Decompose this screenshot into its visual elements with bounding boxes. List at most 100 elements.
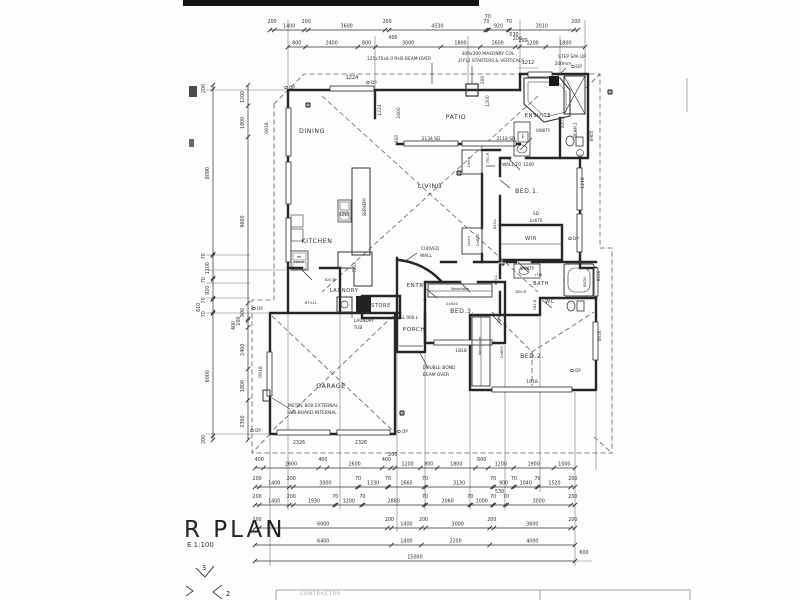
dimension-value: 3200 [449,539,461,545]
circle-cross-lines [304,101,312,109]
annotation-label: SINK [339,212,349,218]
annotation-label: ref [297,255,303,259]
annotation-label: space [294,260,305,264]
dimension-value: 70 [490,494,496,500]
dim-line [379,465,385,471]
dim-line [260,465,266,471]
dim-line [467,502,473,508]
dim-line [245,103,251,109]
room-label-wc: WC [545,299,555,305]
annotation-label: VANITY [520,266,535,271]
dimension-value: 1520 [548,481,560,487]
dimension-value: 200 [568,494,577,500]
dim-line [210,251,216,257]
dim-line [572,484,578,490]
dimension-value: 70 [503,494,509,500]
dim-line [477,44,483,50]
dim-line [489,484,495,490]
dim-line [504,502,510,508]
dimension-value: 200 [302,19,311,25]
room-label-garage: GARAGE [316,383,346,390]
dp-circle [252,306,256,311]
dim-line [483,27,489,33]
dim-line [245,317,251,324]
dim-line [582,44,588,50]
dim-line [210,276,216,282]
dimension-value: 200 [268,19,277,25]
dim-line [359,502,365,508]
dimension-value: 1800 [240,380,246,392]
dimension-value: 6000 [205,370,211,382]
circle-cross-lines [398,409,406,417]
dim-line [418,542,424,548]
dimension-value: 920 [205,286,211,295]
dimension-value: 1400 [400,539,412,545]
bed2-wardrobe [471,316,491,387]
dim-line [434,465,440,471]
windows [266,71,599,436]
annotation-label: 2x670 [529,218,542,223]
dim-line [372,44,378,50]
room-label-dining: DINING [299,128,325,135]
dimension-value: 1800 [454,41,466,47]
circle-cross-lines [455,169,463,177]
annotation-label: CURVED [421,246,440,252]
annotation-label: METRE BOX EXTERNAL [288,403,338,409]
annotation-label: Linen [466,156,471,167]
dim-line [245,316,251,322]
annotation-label: SERVERY [362,197,367,216]
dp-marker: DP [289,85,295,90]
annotation-label: 2134 SD [422,136,441,142]
annotation-label: LAUNDRY [354,318,374,323]
annotation-label: 1200 [485,95,491,107]
dim-line [389,542,395,548]
annotation-label: FW [578,154,584,158]
dim-line [332,502,338,508]
dim-line [572,465,578,471]
annotation-label: 0918 [258,366,264,378]
dp-marker: DP [575,368,581,373]
annotation-label: SL 900.L [400,315,419,320]
dimension-value: 400 [255,457,264,463]
annotation-label: 870.LL [305,300,319,305]
dim-line [487,542,493,548]
dim-line [511,465,517,471]
annotation-label: 762.R [532,299,537,310]
dimension-value: 70 [511,476,517,482]
dimension-value: 200 [388,452,397,458]
annotation-label: 0616 [597,330,602,341]
dim-line [423,525,429,531]
dim-line [290,502,296,508]
dim-line [485,465,491,471]
annotation-label: Wardrobe [451,286,470,291]
dimension-value: 200 [571,19,580,25]
dim-line [489,502,495,508]
dimension-value: 70 [355,476,361,482]
dim-line [505,27,511,33]
annotation-label: STEP SPA UP [558,54,586,60]
dp-circle [366,80,370,85]
dim-line [290,484,296,490]
annotation-label: 820.R [560,116,565,128]
dim-line [210,297,216,303]
annotation-label: 2/Y12 STARTERS & VERTICALS [458,58,524,64]
dim-line [256,484,262,490]
annotation-label: 2118 SD [497,136,516,142]
toilet-wc [566,300,585,312]
dim-line [356,484,362,490]
room-label-bed2: BED.2. [520,353,544,360]
dp-circle [397,429,401,434]
dimension-value: 200 [568,476,577,482]
dimension-value: 3600 [341,24,353,30]
dim-line [423,502,429,508]
annotation-label: 200mm [555,61,572,67]
kitchen-bench [337,251,373,287]
dim-line [252,558,258,564]
dp-circle [284,85,288,90]
annotation-label: 1218 [580,177,586,189]
dimension-value: 2400 [326,41,338,47]
circle-cross-lines [606,88,614,96]
annotation-label: 2326 [355,440,367,446]
annotation-label: 0905 [589,130,594,141]
dim-line [210,437,216,443]
